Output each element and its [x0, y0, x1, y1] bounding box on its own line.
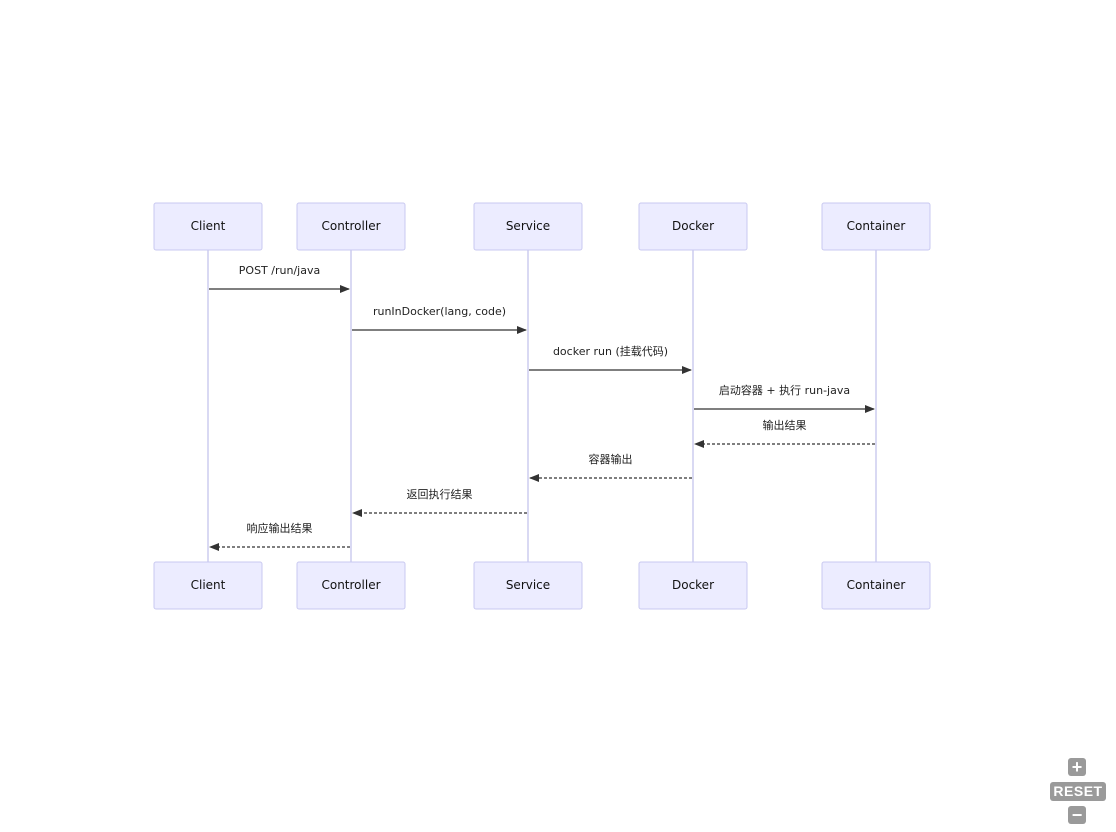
participant-box	[821, 561, 931, 610]
participant-container-top: Container	[821, 202, 931, 251]
participant-label: Controller	[321, 578, 380, 592]
participant-client-top: Client	[153, 202, 263, 251]
message-7: 返回执行结果	[352, 487, 527, 517]
message-3: docker run (挂载代码)	[529, 344, 692, 374]
participant-docker-top: Docker	[638, 202, 748, 251]
message-6: 容器输出	[529, 452, 692, 482]
message-label: docker run (挂载代码)	[553, 344, 668, 358]
participants: ClientClientControllerControllerServiceS…	[153, 202, 931, 610]
message-label: runInDocker(lang, code)	[373, 305, 506, 318]
participant-client-bottom: Client	[153, 561, 263, 610]
participant-label: Container	[847, 219, 906, 233]
message-1: POST /run/java	[209, 264, 350, 293]
message-label: POST /run/java	[239, 264, 320, 277]
participant-label: Client	[191, 219, 226, 233]
participant-box	[153, 561, 263, 610]
participant-box	[473, 202, 583, 251]
lifelines	[207, 250, 877, 562]
message-4: 启动容器 + 执行 run-java	[694, 383, 875, 413]
participant-box	[473, 561, 583, 610]
participant-box	[821, 202, 931, 251]
participant-label: Service	[506, 219, 550, 233]
reset-button[interactable]: RESET	[1050, 782, 1106, 801]
message-label: 输出结果	[763, 418, 807, 432]
participant-controller-bottom: Controller	[296, 561, 406, 610]
participant-label: Client	[191, 578, 226, 592]
participant-label: Docker	[672, 578, 714, 592]
participant-controller-top: Controller	[296, 202, 406, 251]
message-5: 输出结果	[694, 418, 875, 448]
participant-docker-bottom: Docker	[638, 561, 748, 610]
messages: POST /run/java runInDocker(lang, code) doc…	[209, 264, 875, 551]
participant-label: Service	[506, 578, 550, 592]
participant-box	[296, 202, 406, 251]
participant-service-top: Service	[473, 202, 583, 251]
message-2: runInDocker(lang, code)	[352, 305, 527, 334]
participant-box	[153, 202, 263, 251]
zoom-out-button[interactable]: −	[1068, 806, 1086, 824]
zoom-in-button[interactable]: +	[1068, 758, 1086, 776]
participant-service-bottom: Service	[473, 561, 583, 610]
participant-box	[296, 561, 406, 610]
participant-label: Container	[847, 578, 906, 592]
message-label: 返回执行结果	[407, 487, 473, 501]
participant-box	[638, 561, 748, 610]
participant-label: Controller	[321, 219, 380, 233]
participant-box	[638, 202, 748, 251]
message-label: 响应输出结果	[247, 521, 313, 535]
message-8: 响应输出结果	[209, 521, 350, 551]
participant-label: Docker	[672, 219, 714, 233]
message-label: 容器输出	[589, 452, 633, 466]
message-label: 启动容器 + 执行 run-java	[719, 383, 850, 397]
participant-container-bottom: Container	[821, 561, 931, 610]
